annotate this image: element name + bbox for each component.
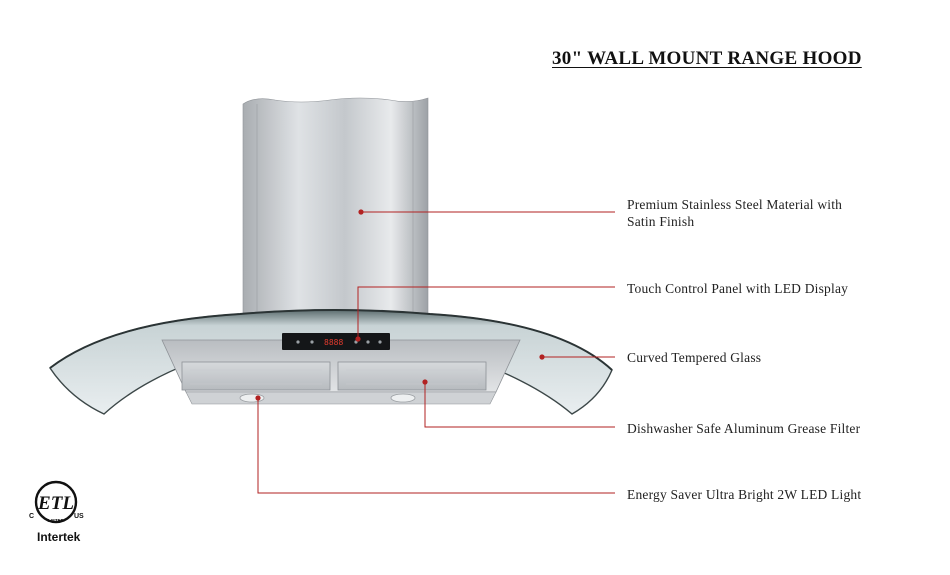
grease-filter-left	[181, 361, 331, 391]
led-light-right	[390, 393, 416, 403]
callout-lines	[257, 211, 615, 494]
callout-dot-filter	[422, 379, 428, 385]
etl-mark-text: ETL	[37, 493, 74, 514]
callout-dot-glass	[539, 354, 545, 360]
chimney	[242, 97, 429, 319]
etl-listed-logo: ETL C US LISTED	[29, 480, 84, 524]
page-title: 30" WALL MOUNT RANGE HOOD	[552, 48, 862, 69]
feature-stainless-steel: Premium Stainless Steel Material with Sa…	[627, 197, 843, 229]
feature-curved-glass: Curved Tempered Glass	[627, 350, 762, 365]
intertek-brand: Intertek	[37, 530, 81, 544]
control-panel	[282, 333, 390, 350]
feature-grease-filter: Dishwasher Safe Aluminum Grease Filter	[627, 421, 861, 436]
etl-us-label: US	[74, 513, 84, 520]
feature-led-light: Energy Saver Ultra Bright 2W LED Light	[627, 487, 862, 502]
callout-dot-control	[355, 336, 361, 342]
etl-c-label: C	[29, 513, 34, 520]
feature-touch-control: Touch Control Panel with LED Display	[627, 281, 849, 296]
etl-listed-label: LISTED	[48, 518, 65, 523]
callout-dot-steel	[358, 209, 364, 215]
led-display: 8888	[324, 338, 343, 347]
callout-dot-led	[255, 395, 261, 401]
grease-filter-right	[337, 361, 487, 391]
